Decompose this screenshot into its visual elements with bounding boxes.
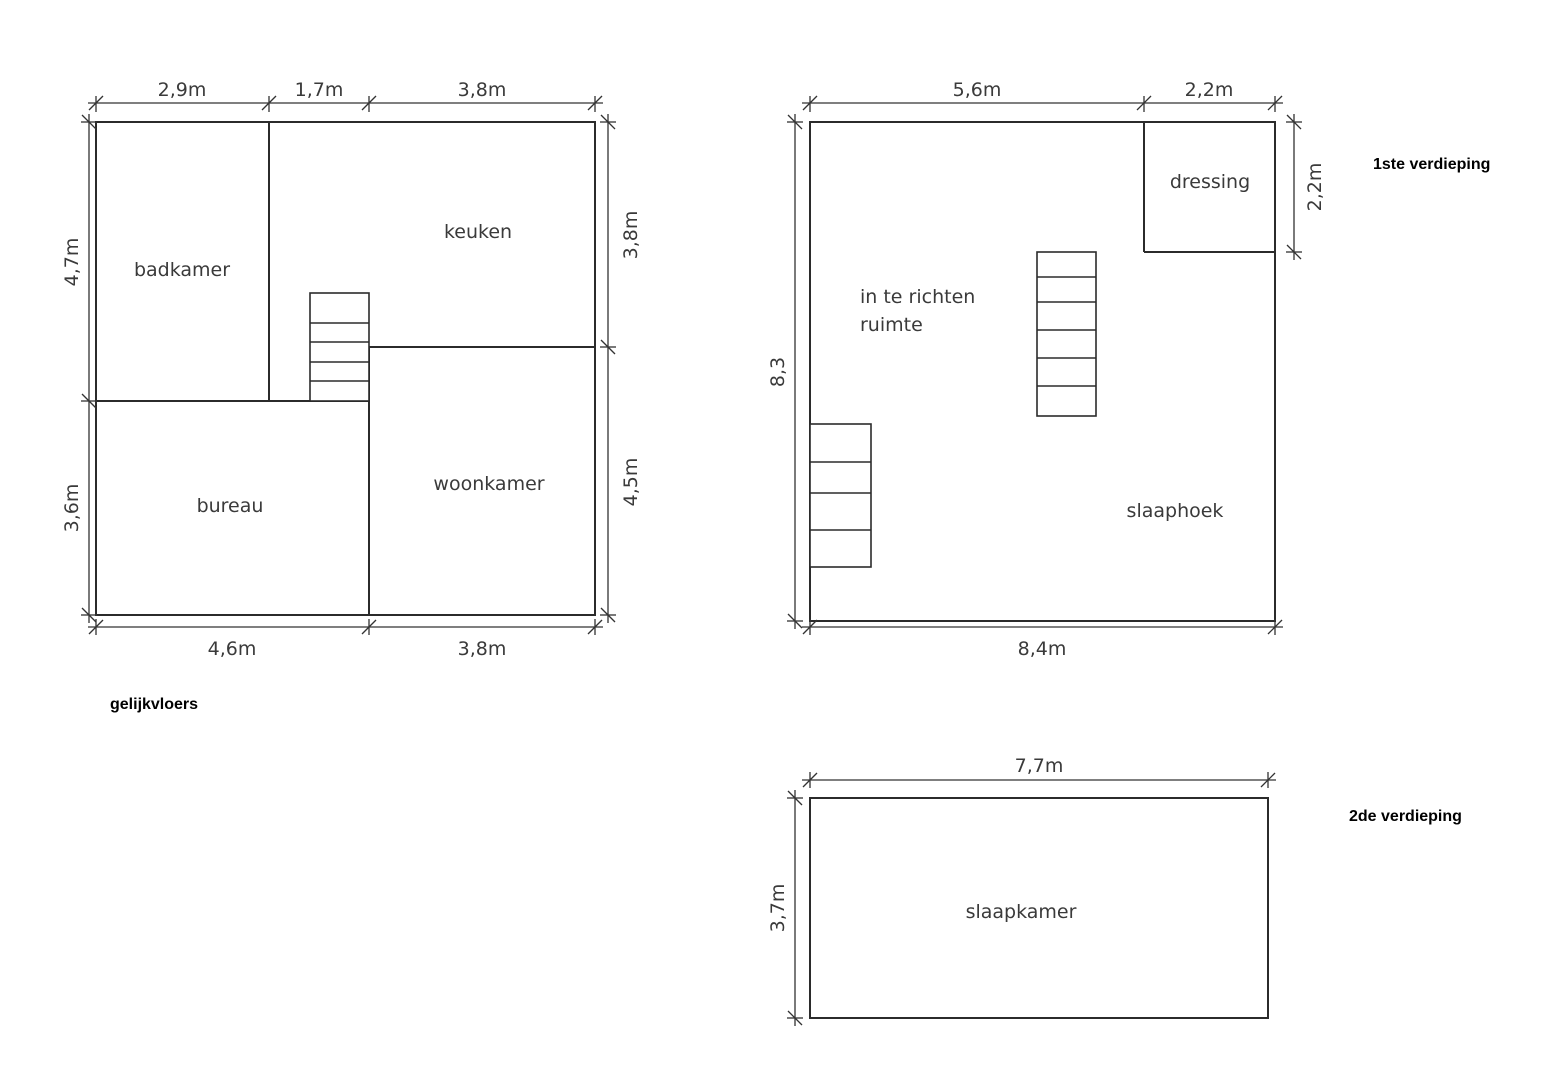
first-floor-plan: 5,6m 2,2m 8,4m 8,3 2,2m dressing in te r… — [767, 79, 1490, 660]
floor-title-ground: gelijkvloers — [110, 696, 198, 713]
ground-floor-outline — [95, 121, 596, 616]
room-label-woonkamer: woonkamer — [433, 473, 544, 495]
dimension-bottom-ground — [88, 619, 603, 635]
dim-label-first-right: 2,2m — [1304, 163, 1326, 212]
dim-label-first-top-1: 5,6m — [953, 79, 1002, 101]
dimension-bottom-first — [802, 619, 1283, 635]
dimension-right-first — [1286, 114, 1302, 260]
stairs-first-central — [1036, 251, 1097, 417]
ground-floor-plan: 2,9m 1,7m 3,8m 4,6m 3,8m 4,7m 3,6m 3,8m … — [61, 79, 642, 713]
dimension-top-second — [802, 772, 1276, 788]
room-label-ruimte-line1: in te richten — [860, 286, 975, 308]
dim-label-second-left: 3,7m — [767, 884, 789, 933]
room-label-slaapkamer: slaapkamer — [966, 901, 1077, 923]
dim-label-ground-top-3: 3,8m — [458, 79, 507, 101]
dim-label-ground-top-2: 1,7m — [295, 79, 344, 101]
second-floor-outline — [809, 797, 1269, 1019]
dim-label-ground-right-2: 4,5m — [620, 458, 642, 507]
dim-label-second-top: 7,7m — [1015, 755, 1064, 777]
room-label-slaaphoek: slaaphoek — [1127, 500, 1224, 522]
dimension-top-ground — [88, 95, 603, 112]
dim-label-ground-left-2: 3,6m — [61, 484, 83, 533]
dim-label-ground-right-1: 3,8m — [620, 211, 642, 260]
dim-label-first-bottom: 8,4m — [1018, 638, 1067, 660]
floor-title-second: 2de verdieping — [1349, 808, 1462, 825]
dim-label-ground-bottom-1: 4,6m — [208, 638, 257, 660]
room-label-dressing: dressing — [1170, 171, 1250, 193]
first-floor-outline — [809, 121, 1276, 622]
floor-title-first: 1ste verdieping — [1373, 156, 1490, 173]
dimension-left-first — [787, 114, 803, 629]
second-floor-plan: 7,7m 3,7m slaapkamer 2de verdieping — [767, 755, 1462, 1026]
room-label-badkamer: badkamer — [134, 259, 230, 281]
dimension-left-ground — [81, 114, 97, 623]
room-label-keuken: keuken — [444, 221, 512, 243]
dim-label-ground-bottom-2: 3,8m — [458, 638, 507, 660]
dim-label-first-top-2: 2,2m — [1185, 79, 1234, 101]
room-label-ruimte-line2: ruimte — [860, 314, 923, 336]
stairs-ground — [309, 292, 370, 402]
dimension-right-ground — [600, 114, 616, 623]
room-label-bureau: bureau — [197, 495, 264, 517]
stairs-first-west — [809, 423, 872, 568]
dim-label-first-left: 8,3 — [767, 357, 789, 387]
dimension-left-second — [787, 790, 803, 1026]
dim-label-ground-left-1: 4,7m — [61, 238, 83, 287]
dimension-top-first — [802, 95, 1283, 112]
dim-label-ground-top-1: 2,9m — [158, 79, 207, 101]
